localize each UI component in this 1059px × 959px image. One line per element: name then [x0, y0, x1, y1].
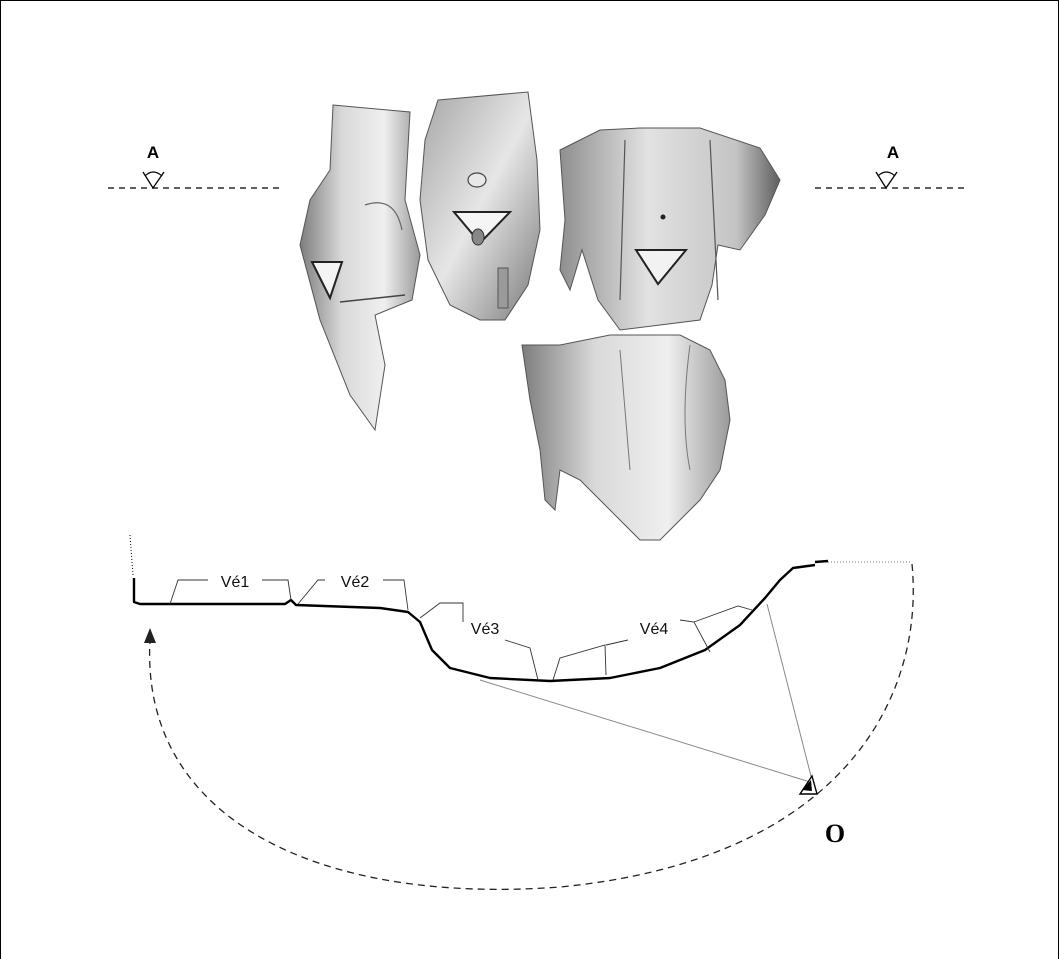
sight-line-lower: [480, 680, 810, 782]
viewpoint-right: A: [815, 143, 968, 188]
section-label-vé1: Vé1: [221, 574, 250, 591]
section-label-vé4: Vé4: [640, 621, 669, 638]
engraving-drawing-1: [300, 105, 420, 430]
section-label-vé2: Vé2: [341, 574, 370, 591]
cave-profile-wall: [130, 535, 133, 575]
eye-lid-icon: [878, 172, 895, 176]
viewpoint-left: A: [108, 143, 280, 188]
engraving-drawing-4: [522, 335, 730, 540]
sight-line-upper: [767, 604, 812, 780]
rotation-arrow-head-icon: [144, 628, 156, 643]
section-vé3-bracket: [420, 603, 538, 680]
cave-profile-end: [815, 561, 828, 562]
viewpoint-right-label: A: [887, 143, 899, 162]
engraving-drawing-3: [560, 128, 780, 330]
observer-eye-icon: [800, 776, 817, 794]
observer-label: O: [825, 819, 845, 848]
eye-lid-icon: [145, 172, 162, 176]
viewpoint-left-label: A: [147, 143, 159, 162]
engraving-drawing-2: [420, 92, 540, 320]
section-label-vé3: Vé3: [471, 621, 500, 638]
